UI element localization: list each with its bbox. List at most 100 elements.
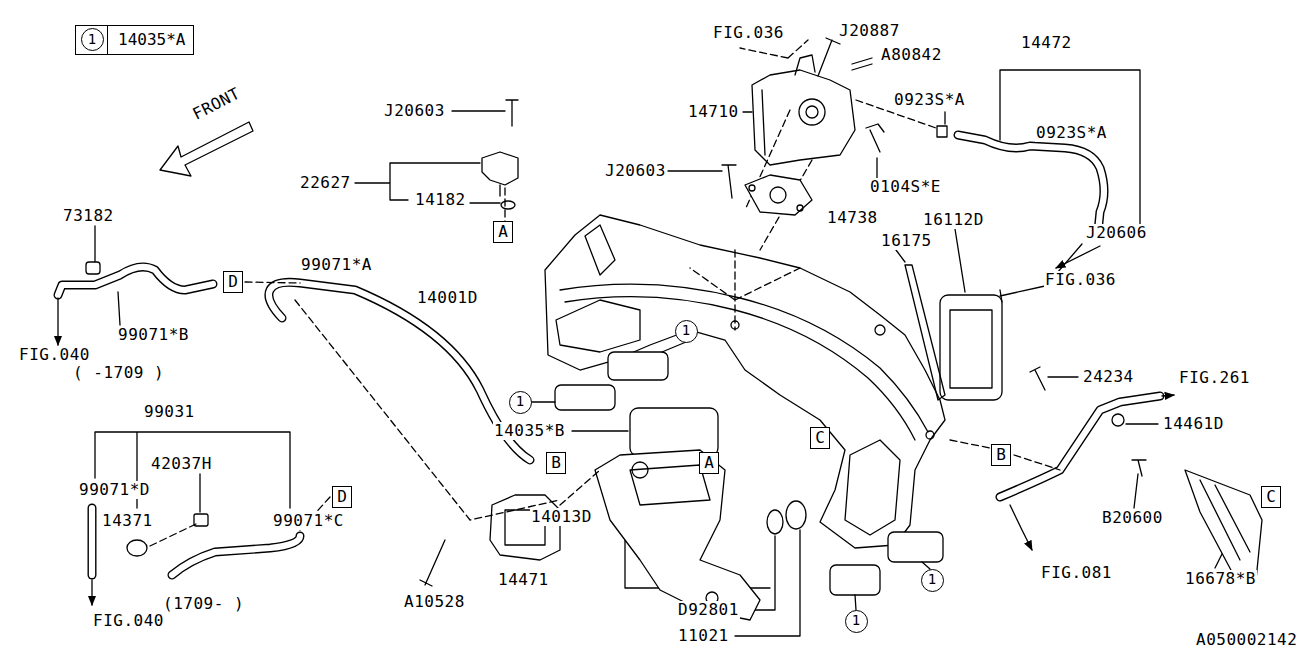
egr-gasket bbox=[745, 175, 812, 215]
pipe bbox=[1112, 414, 1124, 426]
bracket-lines bbox=[1000, 70, 1140, 240]
intake-manifold bbox=[845, 440, 900, 535]
bolt bbox=[722, 165, 736, 198]
hose bbox=[58, 262, 560, 605]
hose bbox=[58, 267, 213, 295]
hose bbox=[172, 536, 300, 575]
part-number: 16678*B bbox=[1184, 570, 1257, 588]
gasket bbox=[555, 385, 615, 410]
part-number: 99071*B bbox=[117, 326, 190, 344]
part-number: 99071*A bbox=[300, 256, 373, 274]
part-number: 16175 bbox=[880, 232, 933, 250]
part-number: 73182 bbox=[62, 207, 115, 225]
hose bbox=[91, 580, 92, 605]
callout-number: 1 bbox=[675, 320, 698, 343]
egr-valve bbox=[818, 38, 840, 76]
figure-reference: FIG.036 bbox=[1044, 271, 1117, 289]
throttle-body bbox=[767, 510, 783, 534]
part-number: 11021 bbox=[677, 627, 730, 645]
throttle-body bbox=[786, 501, 806, 529]
gasket bbox=[531, 342, 943, 610]
callout-number: 1 bbox=[845, 610, 868, 633]
part-number: A10528 bbox=[403, 593, 466, 611]
part-number: 14710 bbox=[687, 103, 740, 121]
pipe bbox=[1162, 395, 1174, 396]
bolt bbox=[1030, 367, 1045, 390]
reference-letter: D bbox=[337, 488, 347, 506]
hose bbox=[269, 282, 530, 460]
callout-number: 1 bbox=[921, 569, 944, 592]
egr-valve bbox=[740, 40, 808, 58]
hose bbox=[150, 524, 196, 546]
throttle-body bbox=[490, 495, 560, 560]
egr-pipe bbox=[937, 126, 947, 137]
sensor bbox=[506, 100, 518, 126]
intake-manifold bbox=[560, 284, 928, 432]
part-number: 14472 bbox=[1020, 34, 1073, 52]
bolt bbox=[420, 165, 1146, 586]
figure-reference: FIG.081 bbox=[1040, 564, 1113, 582]
part-number: J20603 bbox=[604, 162, 667, 180]
part-number: 14035*B bbox=[493, 422, 566, 440]
intake-manifold bbox=[585, 225, 615, 275]
egr-valve bbox=[752, 70, 855, 165]
leader-lines bbox=[668, 170, 722, 171]
cover bbox=[1185, 470, 1262, 580]
reference-letter: B bbox=[546, 452, 566, 474]
part-number: B20600 bbox=[1101, 509, 1164, 527]
reference-letter: B bbox=[551, 454, 561, 472]
leader-lines bbox=[876, 158, 877, 178]
part-number: 99071*D bbox=[78, 481, 151, 499]
part-number: 99071*C bbox=[272, 512, 345, 530]
sensor bbox=[499, 185, 500, 196]
part-number: 16112D bbox=[922, 211, 985, 229]
hose bbox=[127, 540, 147, 556]
part-number: A80842 bbox=[880, 46, 943, 64]
sensor bbox=[482, 100, 518, 222]
leader-lines bbox=[1126, 423, 1158, 424]
pipe bbox=[1000, 396, 1160, 497]
pipe bbox=[1010, 505, 1032, 550]
egr-valve bbox=[740, 38, 884, 250]
part-number: (1709- ) bbox=[162, 595, 245, 613]
sensor bbox=[482, 152, 518, 185]
reference-letter: A bbox=[704, 454, 714, 472]
egr-valve bbox=[866, 124, 884, 152]
part-number: J20887 bbox=[838, 22, 901, 40]
part-number: 14013D bbox=[530, 508, 593, 526]
part-number: 24234 bbox=[1082, 368, 1135, 386]
gasket bbox=[608, 352, 668, 380]
solenoid-valve bbox=[905, 265, 945, 400]
hose bbox=[295, 300, 560, 520]
callout-number: 1 bbox=[516, 394, 524, 409]
reference-letter: D bbox=[228, 273, 238, 291]
hose bbox=[88, 508, 97, 575]
bracket-lines bbox=[944, 112, 945, 124]
figure-reference: FIG.040 bbox=[92, 612, 165, 630]
leader-lines bbox=[94, 226, 95, 262]
reference-letter: C bbox=[815, 429, 825, 447]
gasket bbox=[531, 342, 930, 610]
part-number: ( -1709 ) bbox=[72, 364, 165, 382]
sensor bbox=[504, 188, 505, 222]
pipe bbox=[950, 395, 1174, 550]
part-number: 0923S*A bbox=[893, 91, 966, 109]
intake-manifold bbox=[690, 250, 800, 330]
intake-manifold bbox=[565, 297, 915, 440]
hose bbox=[269, 282, 530, 460]
bolt bbox=[1000, 286, 1045, 302]
throttle-body bbox=[490, 450, 806, 620]
figure-reference: FIG.261 bbox=[1178, 369, 1251, 387]
legend-table: 14035*A1 bbox=[75, 25, 194, 55]
front-arrow bbox=[160, 122, 253, 176]
leader-lines bbox=[118, 292, 120, 325]
reference-letter: C bbox=[810, 427, 830, 449]
part-number: 14371 bbox=[101, 512, 154, 530]
front-arrow bbox=[160, 122, 253, 176]
solenoid-valve bbox=[905, 265, 1002, 400]
reference-letter: D bbox=[332, 486, 352, 508]
leader-lines bbox=[1134, 474, 1138, 508]
throttle-body bbox=[595, 450, 760, 620]
figure-reference: FIG.036 bbox=[712, 24, 785, 42]
intake-manifold bbox=[556, 300, 640, 352]
